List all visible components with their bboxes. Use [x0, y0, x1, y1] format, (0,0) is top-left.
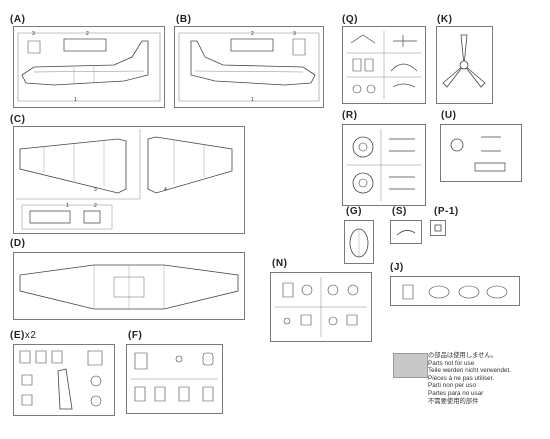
part-number-b-3: 3 [293, 31, 297, 37]
part-number-c-1: 1 [66, 203, 70, 209]
sprue-frame-b: 3 2 1 [174, 26, 324, 108]
sprue-label-c: (C) [10, 114, 26, 125]
sprue-label-s: (S) [392, 206, 407, 217]
part-number-a-1: 1 [74, 97, 78, 103]
fuselage-left-drawing [14, 27, 164, 107]
part-number-a-3: 3 [32, 31, 36, 37]
canopy-drawing [345, 221, 373, 263]
part-number-c-4: 4 [164, 187, 168, 193]
small-parts-n-drawing [271, 273, 371, 341]
sprue-label-k: (K) [437, 14, 453, 25]
legend-line-4: Pièces à ne pas utiliser. [428, 374, 495, 382]
sprue-label-p1: (P-1) [434, 206, 459, 217]
sprue-label-u: (U) [441, 110, 457, 121]
sprue-frame-u [440, 124, 522, 182]
legend-line-2: Parts not for use [428, 359, 475, 367]
wing-lower-drawing [14, 253, 244, 319]
sprue-label-q: (Q) [342, 14, 358, 25]
legend-line-6: Partes para no usar [428, 389, 484, 397]
legend-line-3: Teile werden nicht verwendet. [428, 367, 511, 375]
sprue-label-a: (A) [10, 14, 26, 25]
sprue-frame-e [13, 344, 115, 416]
small-parts-e-drawing [14, 345, 114, 415]
sprue-e-quantity: x2 [24, 330, 37, 341]
sprue-frame-d [13, 252, 245, 320]
sprue-label-d: (D) [10, 238, 26, 249]
sprue-frame-s [390, 220, 422, 244]
sprue-label-g: (G) [346, 206, 362, 217]
sprue-label-n: (N) [272, 258, 288, 269]
propeller-drawing [437, 27, 492, 103]
sprue-frame-c: 1 2 3 4 [13, 126, 245, 234]
sprue-label-b: (B) [176, 14, 192, 25]
sprue-frame-j [390, 276, 520, 306]
part-number-b-2: 2 [251, 31, 255, 37]
sprue-frame-q [342, 26, 426, 104]
sprue-label-e: (E)x2 [10, 330, 37, 341]
unused-parts-legend: の部品は使用しません。 Parts not for use Teile werd… [428, 352, 511, 405]
sprue-frame-r [342, 124, 426, 206]
part-p1-drawing [431, 221, 445, 235]
sprue-frame-k [436, 26, 493, 104]
small-parts-u-drawing [441, 125, 521, 181]
wing-upper-drawing [14, 127, 244, 233]
part-s-drawing [391, 221, 421, 243]
sprue-label-r: (R) [342, 110, 358, 121]
part-number-a-2: 2 [86, 31, 90, 37]
sprue-label-j: (J) [390, 262, 404, 273]
part-number-c-2: 2 [94, 203, 98, 209]
small-parts-f-drawing [127, 345, 222, 413]
legend-line-1: の部品は使用しません。 [428, 352, 498, 359]
sprue-frame-a: 3 2 1 [13, 26, 165, 108]
legend-line-7: 不需要使用的部件 [428, 397, 479, 405]
sprue-frame-p1 [430, 220, 446, 236]
engine-parts-drawing [343, 125, 425, 205]
sprue-frame-n [270, 272, 372, 342]
part-number-b-1: 1 [251, 97, 255, 103]
small-parts-q-drawing [343, 27, 425, 103]
sprue-frame-g [344, 220, 374, 264]
legend-line-5: Parti non per uso [428, 382, 476, 390]
small-parts-j-drawing [391, 277, 519, 305]
sprue-frame-f [126, 344, 223, 414]
unused-parts-swatch [393, 353, 428, 378]
part-number-c-3: 3 [94, 187, 98, 193]
sprue-label-f: (F) [128, 330, 143, 341]
fuselage-right-drawing [175, 27, 323, 107]
